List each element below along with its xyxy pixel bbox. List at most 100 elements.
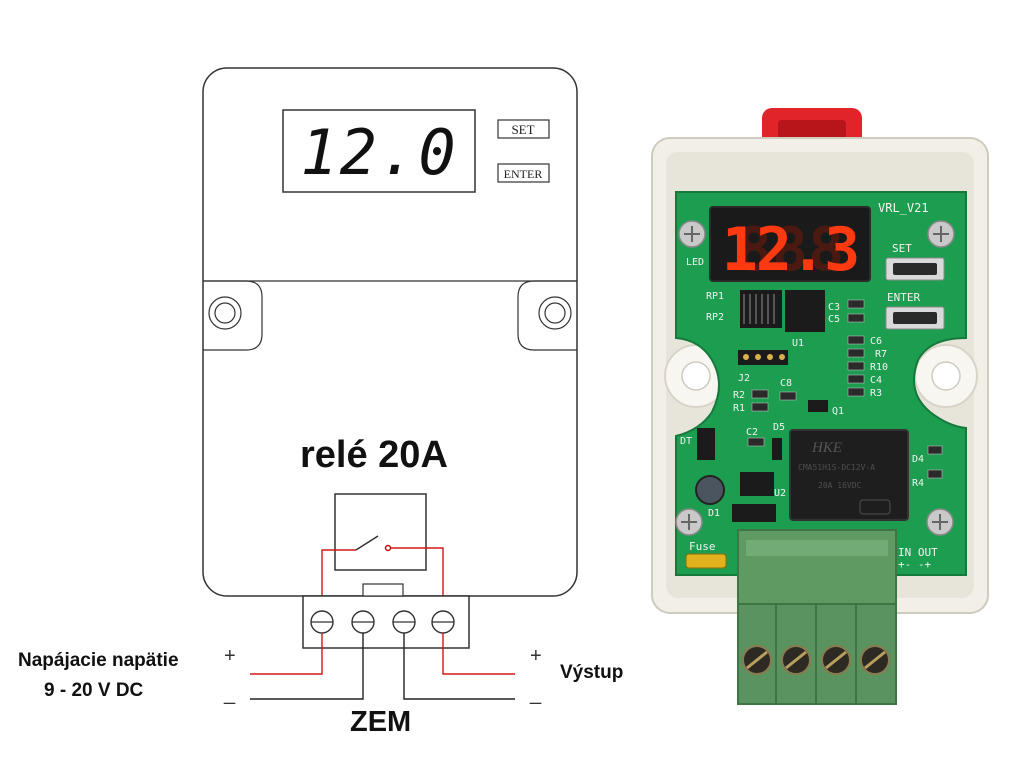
supply-positive-wire	[250, 633, 323, 675]
transistor-q1	[808, 400, 828, 412]
terminal-screw-4	[431, 610, 455, 634]
label-c4: C4	[870, 375, 882, 386]
supply-voltage-range: 9 - 20 V DC	[44, 680, 144, 701]
silkscreen-labels: LED SET ENTER RP1 RP2 C3 C5 C6 R7 R10 C4…	[680, 242, 938, 571]
label-c5: C5	[828, 314, 840, 325]
pcb-relay: HKE CMA51H1S-DC12V-A 20A 16VDC	[789, 429, 909, 521]
pcb-terminal-screw-4	[860, 645, 890, 675]
resistor-network-rp	[740, 290, 782, 328]
label-c6: C6	[870, 336, 882, 347]
supply-voltage-label: Napájacie napätie	[18, 650, 179, 671]
label-r1: R1	[733, 403, 745, 414]
relay-contact	[384, 544, 392, 552]
label-u2: U2	[774, 488, 786, 499]
led-display-ghost: 888	[736, 215, 844, 285]
enclosure-hole-right-inner	[931, 361, 961, 391]
pcb-screws	[675, 220, 955, 536]
label-j2: J2	[738, 373, 750, 384]
display-window	[282, 109, 476, 193]
board-version-label: VRL_V21	[878, 201, 929, 215]
mount-hole-inner-right	[544, 302, 566, 324]
pcb-terminal-screw-2	[781, 645, 811, 675]
led-display-value: 12.3	[722, 215, 859, 285]
relay-rating: 20A 16VDC	[818, 481, 862, 490]
supply-plus-sign: +	[224, 645, 236, 667]
header-j2	[738, 350, 788, 365]
diode-dt	[697, 428, 715, 460]
schematic: 12.0 SET ENTER + _ + _	[202, 67, 578, 705]
relay-brand: HKE	[811, 440, 842, 456]
supply-negative-wire	[250, 633, 364, 700]
mount-ear-left	[203, 280, 263, 351]
pcb-terminal-block	[737, 529, 897, 705]
label-set: SET	[892, 242, 912, 255]
label-c8: C8	[780, 378, 792, 389]
supply-minus-sign: _	[223, 683, 236, 705]
label-rp2: RP2	[706, 312, 724, 323]
mount-hole-inner-left	[214, 302, 236, 324]
mount-hole-outer-right	[538, 296, 572, 330]
pcb-terminal-screw-1	[742, 645, 772, 675]
output-plus-sign: +	[530, 645, 542, 667]
output-minus-sign: _	[529, 683, 542, 705]
terminal-block-tab	[362, 583, 404, 597]
label-r2: R2	[733, 390, 745, 401]
terminal-screw-1	[310, 610, 334, 634]
pcb-illustration: VRL_V21 888 12.3 LED SET ENTER RP1 RP2 C…	[651, 108, 989, 705]
pcb-screw-bottom-left	[675, 508, 703, 536]
label-r7: R7	[875, 349, 887, 360]
pcb-terminal-screws	[742, 645, 890, 675]
mount-ear-right	[517, 280, 577, 351]
label-fuse: Fuse	[689, 540, 716, 553]
label-r4: R4	[912, 478, 924, 489]
pcb-enter-button	[885, 306, 945, 330]
pcb-screw-bottom-right	[926, 508, 954, 536]
label-u1: U1	[792, 338, 804, 349]
output-label: Výstup	[560, 662, 624, 683]
output-positive-wire	[442, 633, 515, 675]
capacitor	[695, 475, 725, 505]
label-d1: D1	[708, 508, 720, 519]
pcb-terminal-screw-3	[821, 645, 851, 675]
label-enter: ENTER	[887, 291, 920, 304]
label-c2: C2	[746, 427, 758, 438]
led-display	[709, 206, 871, 282]
label-rp1: RP1	[706, 291, 724, 302]
terminal-screws	[310, 610, 455, 634]
label-r3: R3	[870, 388, 882, 399]
ground-label: ZEM	[350, 706, 412, 738]
relay-switch-blade	[355, 535, 379, 551]
label-dt: DT	[680, 436, 692, 447]
set-button-label: SET	[511, 122, 534, 137]
output-negative-wire	[403, 633, 515, 700]
pcb-screw-top-right	[927, 220, 955, 248]
label-d5: D5	[773, 422, 785, 433]
label-d4: D4	[912, 454, 924, 465]
label-q1: Q1	[832, 406, 844, 417]
enclosure-hole-left-inner	[681, 361, 711, 391]
pcb-screw-top-left	[678, 220, 706, 248]
diode-d5	[772, 438, 782, 460]
relay-title: relé 20A	[300, 434, 448, 476]
relay-box	[334, 493, 427, 571]
terminal-screw-2	[351, 610, 375, 634]
relay-model: CMA51H1S-DC12V-A	[798, 463, 875, 472]
diode-d1	[732, 504, 776, 522]
terminal-screw-3	[392, 610, 416, 634]
enter-button-label: ENTER	[504, 167, 543, 181]
smd-components	[747, 299, 943, 479]
label-c3: C3	[828, 302, 840, 313]
pcb-set-button	[885, 257, 945, 281]
mount-hole-outer-left	[208, 296, 242, 330]
label-in-out: IN OUT	[898, 546, 938, 559]
enter-button	[497, 163, 550, 183]
set-button	[497, 119, 550, 139]
fuse-component	[685, 553, 727, 569]
display-value: 12.0	[300, 116, 457, 189]
ic-u1	[785, 290, 825, 332]
label-r10: R10	[870, 362, 888, 373]
label-terminal-polarity: +- -+	[898, 558, 931, 571]
regulator-u2	[740, 472, 774, 496]
